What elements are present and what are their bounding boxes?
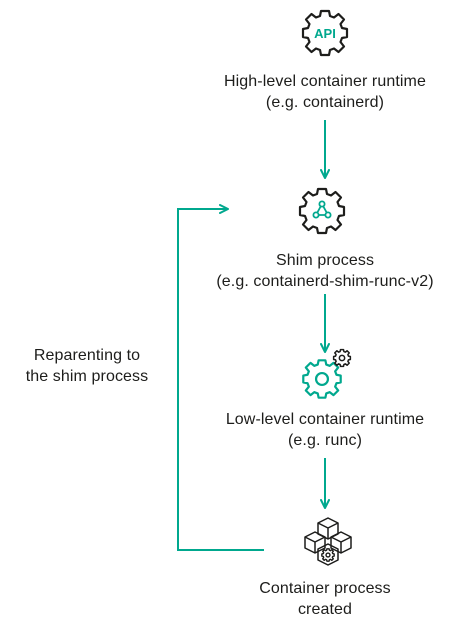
api-gear-icon: API [301, 9, 349, 57]
container-process-label: Container process created [225, 578, 425, 620]
container-process-title: Container process [259, 580, 391, 597]
boxes-gear-icon [304, 517, 352, 566]
low-level-runtime-label: Low-level container runtime (e.g. runc) [205, 409, 445, 451]
shim-process-example: (e.g. containerd-shim-runc-v2) [216, 273, 434, 290]
webhook-gear-icon [298, 187, 346, 235]
high-level-runtime-title: High-level container runtime [223, 73, 426, 90]
api-icon-text: API [314, 26, 336, 41]
low-level-runtime-title: Low-level container runtime [225, 411, 425, 428]
reparenting-label: Reparenting to the shim process [12, 345, 162, 387]
high-level-runtime-example: (e.g. containerd) [265, 94, 385, 111]
shim-process-title: Shim process [275, 252, 375, 269]
reparenting-line-1: Reparenting to [33, 347, 141, 364]
reparenting-arrow [177, 204, 264, 551]
high-level-runtime-label: High-level container runtime (e.g. conta… [205, 71, 445, 113]
low-level-runtime-example: (e.g. runc) [287, 432, 362, 449]
shim-process-label: Shim process (e.g. containerd-shim-runc-… [195, 250, 455, 292]
gears-icon [302, 348, 352, 399]
reparenting-line-2: the shim process [25, 368, 149, 385]
container-process-status: created [297, 601, 353, 618]
